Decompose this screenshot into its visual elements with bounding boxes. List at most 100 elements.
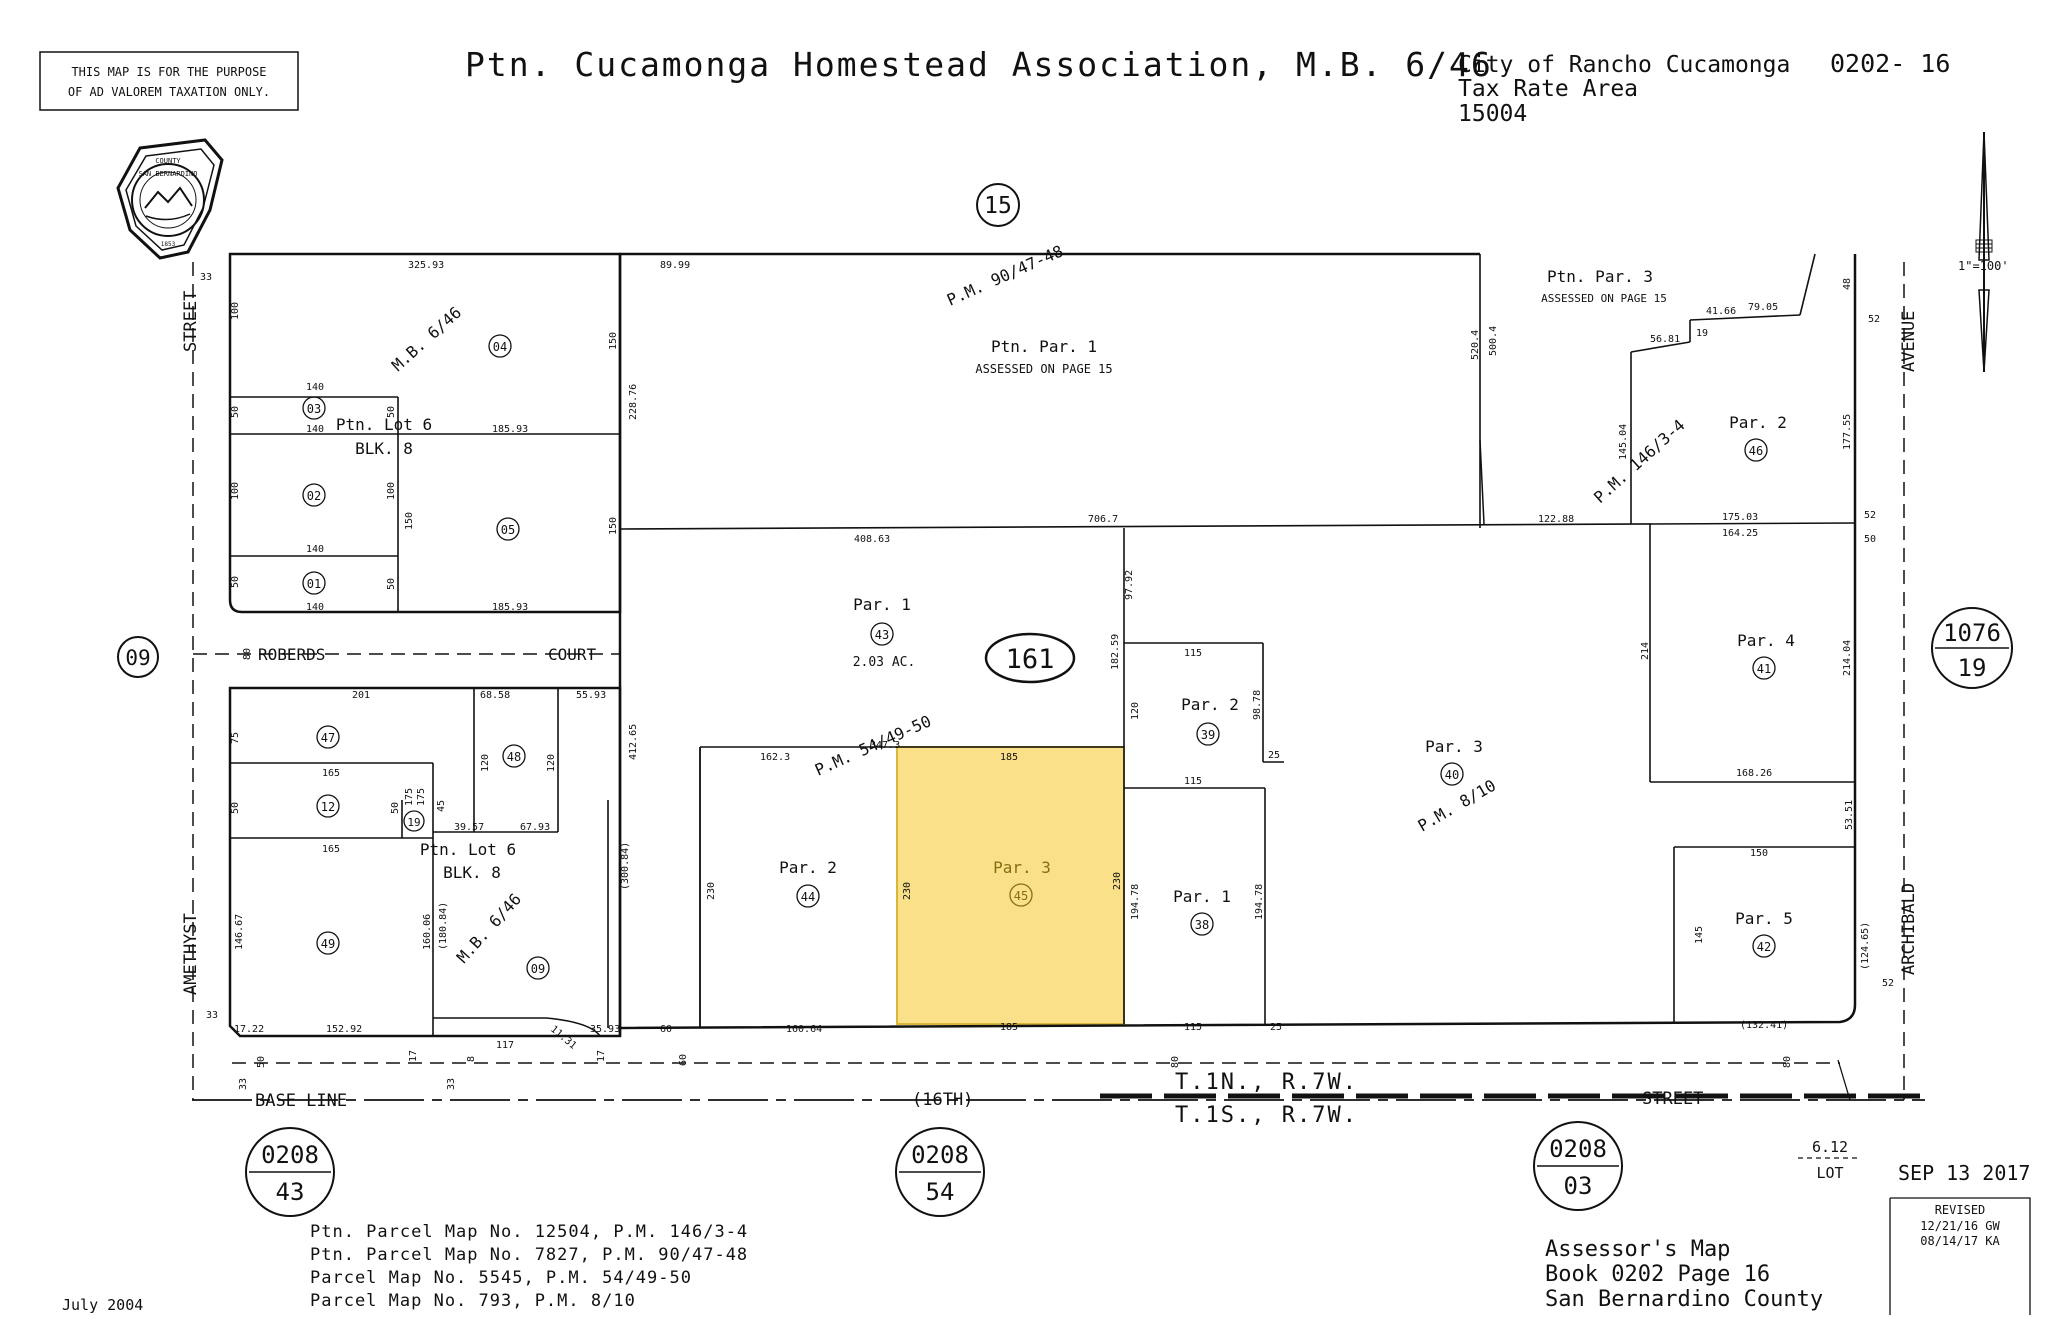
left-parcel-num-12: 12 xyxy=(321,800,335,814)
dim: 53.51 xyxy=(1844,800,1855,830)
parcel-circle-46 xyxy=(1744,438,1768,462)
left-parcel-12: 12 xyxy=(316,794,340,818)
dim: 100 xyxy=(230,302,241,320)
par3-e-label: Par. 3 xyxy=(1425,737,1483,756)
dim: 194.78 xyxy=(1254,884,1265,920)
dim: 39.57 xyxy=(454,822,484,833)
dim: 140 xyxy=(306,382,324,393)
adjacent-right-page: 19 xyxy=(1958,654,1987,682)
ptn-par1-label: Ptn. Par. 1 xyxy=(991,337,1097,356)
assessor-title: Assessor's Map xyxy=(1545,1237,1730,1262)
dim: 152.92 xyxy=(326,1024,362,1035)
revised-label: REVISED xyxy=(1935,1203,1986,1217)
amethyst-name-label: AMETHYST xyxy=(181,913,201,995)
dim: 50 xyxy=(230,576,241,588)
block-number: 161 xyxy=(1006,644,1055,675)
adjacent-page-bottom-mid: 0208 54 xyxy=(895,1127,985,1217)
map-date: July 2004 xyxy=(62,1296,143,1314)
par5-num: 42 xyxy=(1757,940,1771,954)
ptn-par3-note: ASSESSED ON PAGE 15 xyxy=(1541,292,1667,305)
dim: 185 xyxy=(1000,752,1018,763)
seal-text-year: 1853 xyxy=(161,241,176,248)
par4-num: 41 xyxy=(1757,662,1771,676)
dim: 201 xyxy=(352,690,370,701)
par2-c-label: Par. 2 xyxy=(1181,695,1239,714)
left-parcel-num-48: 48 xyxy=(507,750,521,764)
parcel-circle-41 xyxy=(1752,656,1776,680)
dim: 182.59 xyxy=(1110,634,1121,670)
dim: 160.64 xyxy=(786,1024,822,1035)
parcel-circle-40 xyxy=(1440,762,1464,786)
par3-highlight-label: Par. 3 xyxy=(993,858,1051,877)
left-parcel-05: 05 xyxy=(496,517,520,541)
left-lot-lower: Ptn. Lot 6 xyxy=(420,840,516,859)
dim: 214.04 xyxy=(1842,640,1853,676)
page-id: 0202- 16 xyxy=(1830,49,1950,78)
dim: 50 xyxy=(1864,534,1876,545)
par2-ne-label: Par. 2 xyxy=(1729,413,1787,432)
dim: 150 xyxy=(404,512,415,530)
dim: 33 xyxy=(238,1078,249,1090)
left-parcel-num-03: 03 xyxy=(307,402,321,416)
left-parcel-19: 19 xyxy=(403,810,425,832)
dim: 50 xyxy=(256,1056,267,1068)
par1-area: 2.03 AC. xyxy=(853,655,916,670)
parcel-map-ref-4: Parcel Map No. 793, P.M. 8/10 xyxy=(310,1291,636,1311)
highlighted-parcel-45[interactable] xyxy=(896,746,1125,1025)
dim: 60 xyxy=(660,1024,672,1035)
left-parcel-04: 04 xyxy=(488,334,512,358)
dim: 115 xyxy=(1184,1022,1202,1033)
left-parcel-num-49: 49 xyxy=(321,937,335,951)
left-parcel-03: 03 xyxy=(302,396,326,420)
dim: 117 xyxy=(496,1040,514,1051)
dim: 79.05 xyxy=(1748,302,1778,313)
dim: 140 xyxy=(306,424,324,435)
archibald-name-label: ARCHIBALD xyxy=(1899,883,1919,975)
block-number-oval xyxy=(984,632,1076,684)
dim: 706.7 xyxy=(1088,514,1118,525)
dim: 67.93 xyxy=(520,822,550,833)
dim: 17 xyxy=(408,1050,419,1062)
revised-line-1: 12/21/16 GW xyxy=(1920,1219,2000,1233)
sixteenth-label: (16TH) xyxy=(912,1090,973,1110)
dim: 165 xyxy=(322,844,340,855)
par1-num: 43 xyxy=(875,628,889,642)
parcel-circle-43 xyxy=(870,622,894,646)
par2-w-label: Par. 2 xyxy=(779,858,837,877)
dim: 50 xyxy=(386,406,397,418)
street-label: STREET xyxy=(1642,1089,1703,1109)
adjacent-page-bottom-left: 0208 43 xyxy=(245,1127,335,1217)
township-north: T.1N., R.7W. xyxy=(1175,1070,1358,1095)
dim: 50 xyxy=(230,802,241,814)
dim: 115 xyxy=(1184,776,1202,787)
lot-note-value: 6.12 xyxy=(1812,1138,1848,1156)
dim: 150 xyxy=(1750,848,1768,859)
par3-e-num: 40 xyxy=(1445,768,1459,782)
dim: 145 xyxy=(1694,926,1705,944)
amethyst-street-label: STREET xyxy=(181,291,201,352)
dim: 35.93 xyxy=(590,1024,620,1035)
dim: 408.63 xyxy=(854,534,890,545)
left-parcel-09: 09 xyxy=(526,956,550,980)
par1-c-num: 38 xyxy=(1195,918,1209,932)
dim: 8 xyxy=(466,1056,477,1062)
dim: 52 xyxy=(1868,314,1880,325)
date-stamp: SEP 13 2017 xyxy=(1898,1161,2030,1185)
dim: 500.4 xyxy=(1488,326,1499,356)
par3-highlight-num: 45 xyxy=(1014,889,1028,903)
left-blk-lower: BLK. 8 xyxy=(443,863,501,882)
dim: 175 xyxy=(404,788,415,806)
dim: 50 xyxy=(386,578,397,590)
dim: 165 xyxy=(322,768,340,779)
left-parcel-num-19: 19 xyxy=(407,816,420,829)
parcel-circle-45 xyxy=(1009,883,1033,907)
left-parcel-num-01: 01 xyxy=(307,577,321,591)
dim: 160.06 xyxy=(422,914,433,950)
page-ref-circle-left xyxy=(117,636,159,678)
dim: 168.26 xyxy=(1736,768,1772,779)
left-parcel-num-02: 02 xyxy=(307,489,321,503)
dim: 68.58 xyxy=(480,690,510,701)
county-seal-icon: COUNTY SAN BERNARDINO 1853 xyxy=(116,138,224,260)
dim: 52 xyxy=(1882,978,1894,989)
